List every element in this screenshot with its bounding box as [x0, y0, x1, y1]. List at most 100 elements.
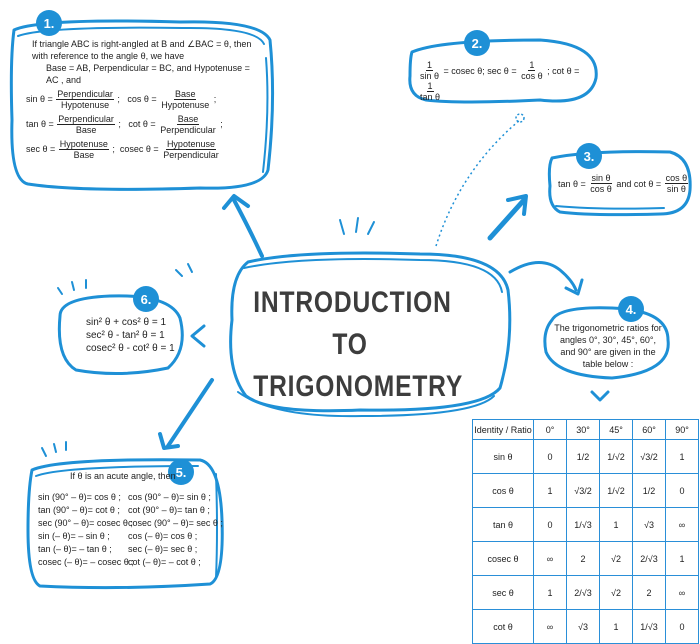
central-frame	[229, 251, 512, 413]
box2-number: 2.	[464, 30, 490, 56]
table-cell: ∞	[665, 575, 699, 610]
table-cell: 1	[665, 439, 699, 474]
table-cell: 1/√2	[599, 439, 633, 474]
table-header: 45°	[599, 419, 633, 440]
cosec-label: cosec θ =	[119, 143, 159, 154]
table-row: sec θ 1 2/√3 √2 2 ∞	[472, 575, 699, 610]
box5-right-item: cos (– θ)= cos θ ;	[128, 531, 198, 541]
box5-right-item: cos (90° – θ)= sin θ ;	[128, 492, 211, 502]
table-row: cosec θ ∞ 2 √2 2/√3 1	[472, 541, 699, 576]
table-cell: 0	[665, 609, 699, 644]
table-header: 60°	[632, 419, 666, 440]
box4-text: The trigonometric ratios for angles 0°, …	[554, 323, 662, 369]
box5-left-item: sec (90° – θ)= cosec θ ;	[38, 518, 133, 528]
box5-right-item: sec (– θ)= sec θ ;	[128, 544, 198, 554]
table-cell: 1	[599, 507, 633, 542]
box5-left-item: tan (90° – θ)= cot θ ;	[38, 505, 120, 515]
box5-right-item: cot (90° – θ)= tan θ ;	[128, 505, 210, 515]
row-label: sec θ	[472, 575, 534, 610]
box5-left-item: sin (– θ)= – sin θ ;	[38, 531, 110, 541]
table-cell: √3	[566, 609, 600, 644]
box3-number: 3.	[576, 143, 602, 169]
table-cell: 2	[632, 575, 666, 610]
arrow-to-box1	[232, 198, 264, 258]
box5-right-item: cot (– θ)= – cot θ ;	[128, 557, 201, 567]
box6-content: sin² θ + cos² θ = 1 sec² θ - tan² θ = 1 …	[86, 316, 175, 355]
box5-number: 5.	[168, 459, 194, 485]
row-label: sin θ	[472, 439, 534, 474]
table-header: Identity / Ratio	[472, 419, 534, 440]
table-row: sin θ 0 1/2 1/√2 √3/2 1	[472, 439, 699, 474]
table-cell: 1	[533, 473, 567, 508]
box4-number: 4.	[618, 296, 644, 322]
box1-intro: If triangle ABC is right-angled at B and…	[32, 39, 252, 61]
table-cell: 0	[533, 507, 567, 542]
title-line2: TRIGONOMETRY	[253, 370, 464, 403]
arrow-to-box3	[487, 197, 527, 241]
table-header: 30°	[566, 419, 600, 440]
sec-label: sec θ =	[26, 143, 56, 154]
table-header: 90°	[665, 419, 699, 440]
box5-right-item: cosec (90° – θ)= sec θ ;	[128, 518, 223, 528]
mind-map-canvas	[9, 19, 692, 590]
box6-frame	[57, 294, 184, 376]
table-cell: 1/2	[632, 473, 666, 508]
table-cell: 1/√3	[566, 507, 600, 542]
trig-ratio-table: Identity / Ratio 0° 30° 45° 60° 90° sin …	[472, 419, 699, 644]
sin-label: sin θ =	[26, 93, 53, 104]
table-header-row: Identity / Ratio 0° 30° 45° 60° 90°	[472, 419, 699, 440]
table-cell: 1	[599, 609, 633, 644]
table-cell: 1	[533, 575, 567, 610]
table-cell: √3/2	[632, 439, 666, 474]
cos-label: cos θ =	[127, 93, 157, 104]
box2-frame	[408, 38, 598, 104]
row-label: cosec θ	[472, 541, 534, 576]
box5-left-item: sin (90° – θ)= cos θ ;	[38, 492, 121, 502]
table-row: tan θ 0 1/√3 1 √3 ∞	[472, 507, 699, 542]
identity-1: sin² θ + cos² θ = 1	[86, 317, 167, 328]
table-cell: ∞	[533, 541, 567, 576]
box1-content: If triangle ABC is right-angled at B and…	[26, 38, 262, 160]
cot-label: cot θ =	[128, 118, 156, 129]
table-cell: √2	[599, 541, 633, 576]
table-cell: 2/√3	[632, 541, 666, 576]
table-cell: 1/√3	[632, 609, 666, 644]
table-cell: √3/2	[566, 473, 600, 508]
arrow-to-box5	[166, 378, 214, 448]
box5-heading: If θ is an acute angle, then	[70, 471, 176, 481]
chevron-down-icon	[590, 390, 610, 402]
box4-frame	[543, 306, 670, 380]
identity-3: cosec² θ - cot² θ = 1	[86, 343, 175, 354]
arrow-to-box4	[508, 261, 578, 292]
table-cell: 1/2	[566, 439, 600, 474]
dotted-connector	[435, 119, 521, 247]
table-cell: 2/√3	[566, 575, 600, 610]
table-cell: 0	[533, 439, 567, 474]
box6-number: 6.	[133, 286, 159, 312]
row-label: cos θ	[472, 473, 534, 508]
table-cell: 1	[665, 541, 699, 576]
tan-label: tan θ =	[26, 118, 54, 129]
title-line1: INTRODUCTION TO	[253, 286, 452, 361]
box1-sides: Base = AB, Perpendicular = BC, and Hypot…	[46, 63, 250, 85]
box5-left-item: cosec (– θ)= – cosec θ ;	[38, 557, 134, 567]
table-cell: 0	[665, 473, 699, 508]
table-cell: √2	[599, 575, 633, 610]
table-cell: 1/√2	[599, 473, 633, 508]
table-cell: ∞	[533, 609, 567, 644]
row-label: cot θ	[472, 609, 534, 644]
table-cell: √3	[632, 507, 666, 542]
arrow-to-box6	[190, 324, 206, 348]
table-row: cos θ 1 √3/2 1/√2 1/2 0	[472, 473, 699, 508]
row-label: tan θ	[472, 507, 534, 542]
box5-frame	[26, 458, 224, 590]
box1-frame	[9, 19, 275, 191]
central-title: INTRODUCTION TO TRIGONOMETRY	[253, 282, 464, 408]
table-cell: ∞	[665, 507, 699, 542]
box5-left-item: tan (– θ)= – tan θ ;	[38, 544, 112, 554]
